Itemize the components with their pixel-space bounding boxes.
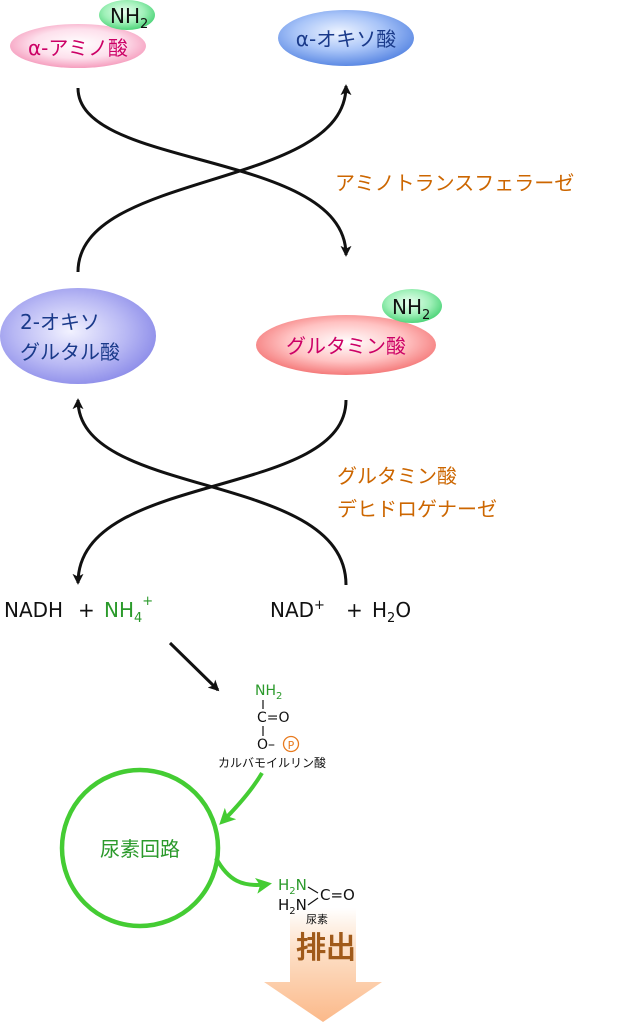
phosphate-symbol: P <box>288 739 295 752</box>
arrow-nad-to-oxoglutarate <box>72 398 348 586</box>
plus-sign-left: + <box>78 598 95 622</box>
arrow-carbamoyl-to-urea-cycle <box>219 771 264 825</box>
excretion-arrow-shape <box>264 908 382 1022</box>
carbamoyl-o: O– <box>257 737 275 753</box>
aminotransferase-label: アミノトランスフェラーゼ <box>335 171 574 195</box>
urea-h2n-bottom: H2N <box>278 896 307 917</box>
glutamate-label: グルタミン酸 <box>286 334 406 358</box>
gdh-label-line2: デヒドロゲナーゼ <box>337 497 497 521</box>
urea-bond-bottom <box>307 897 319 906</box>
urea-molecule: H2N C=O H2N 尿素 <box>278 876 355 926</box>
nadh-label: NADH <box>4 598 63 622</box>
carbamoyl-phosphate: NH2 C=O O– P カルバモイルリン酸 <box>218 683 326 770</box>
carbamoyl-c-eq-o: C=O <box>257 710 290 726</box>
arrow-amino-to-glutamate <box>76 87 352 257</box>
phosphate-circle-icon <box>282 735 300 753</box>
oxoglutarate-label-line1: 2-オキソ <box>20 310 100 334</box>
arrow-nh4-to-carbamoyl <box>168 641 220 692</box>
plus-sign-right: + <box>346 598 363 622</box>
oxoglutarate-label-line2: グルタル酸 <box>20 340 120 364</box>
urea-cycle-circle <box>59 767 221 929</box>
excretion-label: 排出 <box>296 931 356 966</box>
nh4-label: NH4+ <box>104 594 153 626</box>
arrow-oxoglutarate-to-oxoacid <box>76 84 352 273</box>
urea-bond-top <box>307 886 319 894</box>
urea-c-eq-o: C=O <box>320 886 355 904</box>
oxo-acid-label: α-オキソ酸 <box>296 27 396 51</box>
oxoglutarate-node: 2-オキソ グルタル酸 <box>0 288 156 384</box>
carbamoyl-phosphate-name: カルバモイルリン酸 <box>218 755 326 770</box>
carbamoyl-nh2: NH2 <box>255 683 282 702</box>
nad-label: NAD+ <box>270 598 325 622</box>
nadh-nh4-group: NADH + NH4+ <box>4 594 153 626</box>
nad-h2o-group: NAD+ + H2O <box>270 598 411 626</box>
oxo-acid-node: α-オキソ酸 <box>278 10 414 66</box>
amino-acid-label: α-アミノ酸 <box>28 36 128 60</box>
urea-h2n-top: H2N <box>278 876 307 897</box>
urea-cycle-label: 尿素回路 <box>100 837 180 861</box>
arrow-glutamate-to-nadh <box>72 399 348 585</box>
glutamate-nh2: NH2 <box>392 295 430 323</box>
amino-acid-nh2: NH2 <box>110 4 148 32</box>
urea-name: 尿素 <box>306 913 328 926</box>
glutamate-node: グルタミン酸 NH2 <box>256 289 442 375</box>
h2o-label: H2O <box>372 598 411 626</box>
arrow-urea-cycle-to-urea <box>214 857 272 894</box>
gdh-label-line1: グルタミン酸 <box>337 464 457 488</box>
amino-acid-node: α-アミノ酸 NH2 <box>10 0 155 68</box>
